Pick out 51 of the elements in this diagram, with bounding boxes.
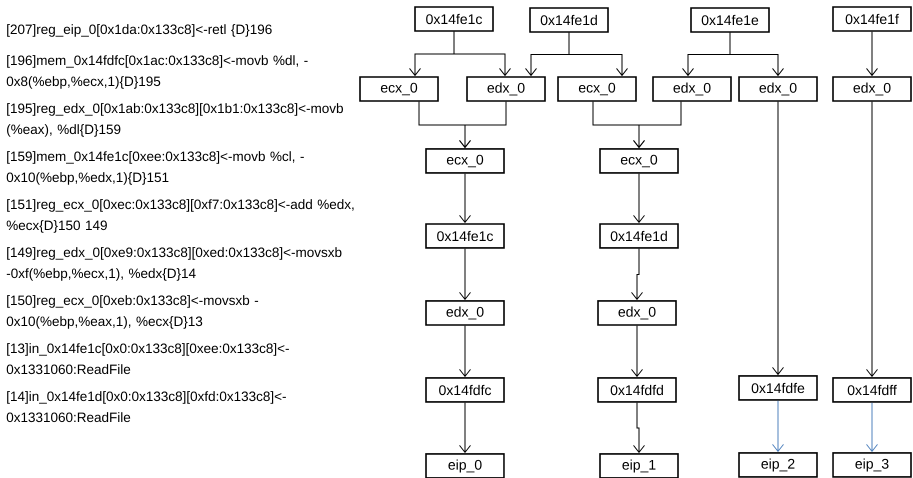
value-box: edx_0	[425, 300, 505, 326]
arrow	[631, 325, 643, 378]
value-box: ecx_0	[557, 76, 637, 102]
value-box: eip_1	[599, 453, 679, 478]
instruction-text: [207]reg_eip_0[0x1da:0x133c8]<-retl {D}196	[7, 24, 272, 37]
value-box: 0x14fe1c	[425, 223, 505, 249]
instruction-text: [150]reg_ecx_0[0xeb:0x133c8]<-movsxb -0x10(%ebp,%eax,1), %ecx{D}13	[6, 295, 258, 329]
arrow	[454, 31, 511, 76]
arrow	[633, 402, 645, 454]
value-box: 0x14fe1c	[414, 6, 494, 32]
instruction-text: [13]in_0x14fe1c[0x0:0x133c8][0xee:0x133c8]<-0x1331060:ReadFile	[6, 343, 289, 374]
arrow	[866, 101, 878, 378]
arrow	[633, 101, 682, 148]
arrow	[631, 248, 643, 300]
value-box: 0x14fe1d	[599, 223, 679, 249]
instruction-text: [149]reg_edx_0[0xe9:0x133c8][0xed:0x133c8]<-movsxb -0xf(%ebp,%ecx,1), %edx{D}14	[6, 247, 342, 281]
value-box: edx_0	[652, 76, 732, 102]
value-box: 0x14fe1d	[529, 7, 609, 33]
arrow	[772, 101, 784, 376]
arrow	[730, 32, 784, 76]
value-box: ecx_0	[599, 148, 679, 174]
value-box: 0x14fe1f	[832, 6, 912, 32]
instruction-text: [151]reg_ecx_0[0xec:0x133c8][0xf7:0x133c8]<-add %edx, %ecx{D}150 149	[6, 199, 354, 233]
value-box: 0x14fdfc	[425, 377, 505, 403]
instruction-text: [159]mem_0x14fe1c[0xee:0x133c8]<-movb %cl, -0x10(%ebp,%edx,1){D}151	[6, 151, 304, 185]
arrow	[459, 402, 471, 454]
value-box: 0x14fe1e	[690, 7, 770, 33]
value-box: edx_0	[597, 300, 677, 326]
instruction-text: [196]mem_0x14fdfc[0x1ac:0x133c8]<-movb %dl, -0x8(%ebp,%ecx,1){D}195	[6, 55, 308, 89]
value-box: ecx_0	[359, 76, 439, 102]
value-box: 0x14fdff	[832, 377, 912, 403]
value-box: eip_0	[425, 453, 505, 478]
value-box: edx_0	[738, 76, 818, 102]
instruction-text: [195]reg_edx_0[0x1ab:0x133c8][0x1b1:0x133c8]<-movb (%eax), %dl{D}159	[7, 103, 343, 137]
value-box: 0x14fdfd	[597, 377, 677, 403]
value-box: ecx_0	[425, 148, 505, 174]
arrow	[459, 248, 471, 300]
instruction-text: [14]in_0x14fe1d[0x0:0x133c8][0xfd:0x133c8]<-0x1331060:ReadFile	[6, 391, 286, 422]
arrow	[866, 402, 878, 452]
value-box: 0x14fdfe	[738, 375, 818, 401]
value-box: eip_3	[832, 452, 912, 478]
arrow	[633, 173, 645, 224]
arrow	[772, 400, 784, 452]
arrow	[568, 32, 628, 76]
arrow	[459, 325, 471, 378]
value-box: edx_0	[832, 76, 912, 102]
arrow	[866, 31, 878, 76]
arrow	[459, 173, 471, 224]
arrow	[459, 101, 506, 148]
value-box: edx_0	[466, 76, 546, 102]
value-box: eip_2	[738, 452, 818, 478]
